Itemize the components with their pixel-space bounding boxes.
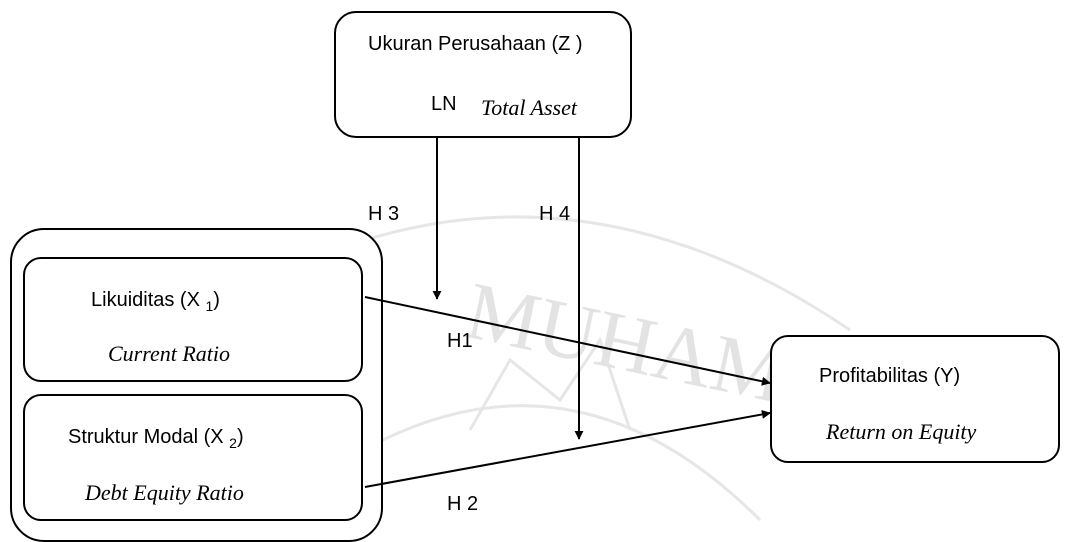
node-x2: Struktur Modal (X 2) Debt Equity Ratio: [23, 394, 363, 521]
node-x1-title-main: Likuiditas (X: [91, 289, 206, 311]
node-x1-measure: Current Ratio: [108, 341, 231, 366]
node-y: Profitabilitas (Y) Return on Equity: [770, 335, 1060, 463]
node-z-prefix: LN: [431, 93, 457, 115]
hypothesis-h4-label: H 4: [539, 203, 571, 225]
node-x2-title-main: Struktur Modal (X: [68, 426, 230, 448]
node-x1-title-end: ): [213, 289, 220, 311]
node-z: Ukuran Perusahaan (Z ) LN Total Asset: [334, 11, 632, 138]
node-y-measure: Return on Equity: [826, 419, 977, 444]
node-x1: Likuiditas (X 1) Current Ratio: [23, 257, 363, 382]
node-y-title: Profitabilitas (Y): [819, 365, 961, 387]
watermark-arc-inner: [329, 404, 762, 522]
node-x2-title-end: ): [236, 426, 244, 448]
node-x1-title: Likuiditas (X 1): [91, 289, 220, 314]
node-z-measure: Total Asset: [481, 95, 577, 120]
node-x2-measure: Debt Equity Ratio: [85, 480, 244, 505]
node-x2-title: Struktur Modal (X 2): [68, 426, 244, 451]
arrow-h1: [364, 296, 771, 386]
node-z-title: Ukuran Perusahaan (Z ): [368, 33, 583, 55]
node-x2-subscript: 2: [229, 435, 237, 451]
arrow-h2: [364, 410, 771, 488]
node-x1-subscript: 1: [205, 298, 214, 314]
hypothesis-h2-label: H 2: [447, 493, 479, 515]
hypothesis-h3-label: H 3: [368, 203, 400, 225]
watermark-emblem: [468, 336, 632, 431]
hypothesis-h1-label: H1: [447, 330, 473, 352]
